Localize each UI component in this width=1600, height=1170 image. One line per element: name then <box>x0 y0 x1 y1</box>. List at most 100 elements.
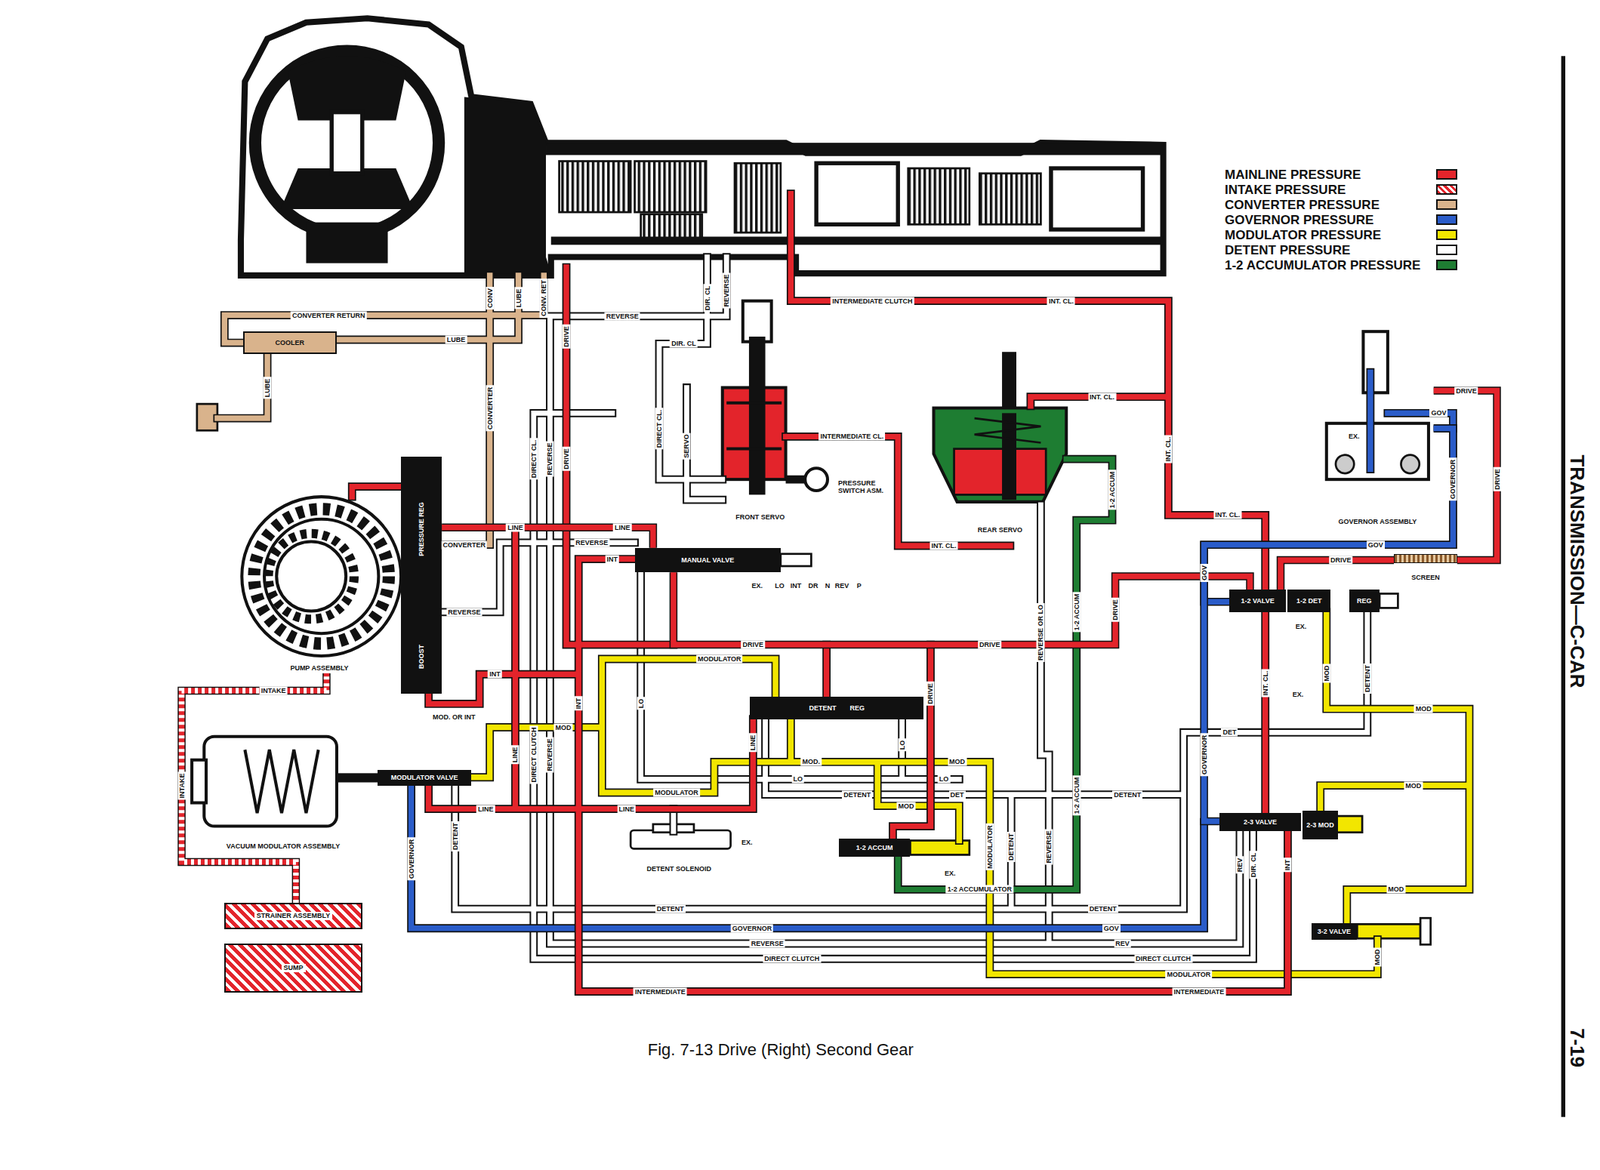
planetary-gear <box>979 173 1041 226</box>
line-label: REVERSE OR LO <box>1036 603 1046 663</box>
line-label: LUBE <box>263 376 272 399</box>
line-label: DRIVE <box>562 324 571 349</box>
legend-text: CONVERTER PRESSURE <box>1224 198 1380 212</box>
line-stroke <box>1280 560 1394 590</box>
line-label: DETENT <box>1362 663 1372 694</box>
line-label: DRIVE <box>1111 598 1120 623</box>
line-label: INT. CL. <box>1260 669 1270 698</box>
line-label: MODULATOR <box>653 789 700 798</box>
legend-swatch <box>1436 184 1458 195</box>
line-label: GOVERNOR <box>406 838 416 882</box>
converter-stator <box>331 112 363 174</box>
line-stroke <box>1204 428 1454 603</box>
legend-text: INTAKE PRESSURE <box>1224 183 1346 197</box>
modulator-cap <box>191 760 207 804</box>
line-label: GOV <box>1199 564 1209 583</box>
page-heading: TRANSMISSION—C-CAR <box>1567 454 1588 688</box>
clutch-pack <box>635 161 707 213</box>
line-label: INT <box>487 670 503 679</box>
node-label: REG <box>849 704 865 713</box>
line-label: GOV <box>1102 924 1121 933</box>
line-label: LO <box>937 775 951 784</box>
line-label: REVERSE <box>749 940 786 949</box>
valve-body: MODULATOR VALVE <box>377 770 472 786</box>
governor-body <box>1326 423 1429 480</box>
converter-line <box>217 275 544 546</box>
line-label: LINE <box>616 804 636 814</box>
line-label: REVERSE <box>1045 829 1054 865</box>
torque-converter <box>255 51 439 235</box>
planetary-gear <box>908 168 970 225</box>
main-shaft <box>551 237 1164 246</box>
line-label: REV <box>1235 857 1244 875</box>
line-label: LO <box>897 738 907 752</box>
line-stroke <box>181 673 327 904</box>
node-label: 1-2 ACCUM <box>856 844 894 852</box>
line-stroke <box>673 572 1251 645</box>
line-label: 1-2 ACCUMULATOR <box>946 885 1014 895</box>
valve-body: 1-2 DET <box>1287 589 1331 613</box>
legend-text: DETENT PRESSURE <box>1224 243 1351 257</box>
valve-plug <box>1420 918 1431 945</box>
node-label: 1-2 DET <box>1296 597 1323 605</box>
case-band <box>545 142 1164 155</box>
line-label: LO <box>636 697 645 711</box>
hydraulic-lines <box>217 194 1470 993</box>
line-label: INT. CL. <box>930 542 959 551</box>
line-label: CONVERTER <box>485 385 494 432</box>
line-label: DIR. CL <box>1248 851 1258 880</box>
node-label: GOVERNOR ASSEMBLY <box>1336 517 1419 526</box>
line-label: LINE <box>476 804 496 814</box>
legend-swatch <box>1436 199 1458 210</box>
line-label: LINE <box>505 523 525 532</box>
line-label: DIR. CL <box>669 339 698 349</box>
pump-gear <box>254 508 389 644</box>
node-label: REAR SERVO <box>976 526 1024 534</box>
line-label: REVERSE <box>545 441 555 478</box>
rear-servo-body <box>934 408 1067 503</box>
output-housing <box>1051 168 1144 230</box>
line-label: INT <box>789 581 804 590</box>
governor-component: GOVERNOR ASSEMBLY <box>1321 328 1434 528</box>
modulator-component: VACUUM MODULATOR ASSEMBLY <box>194 714 373 852</box>
line-label: REVERSE <box>604 311 641 321</box>
legend-text: GOVERNOR PRESSURE <box>1224 213 1374 227</box>
line-label: SERVO <box>682 432 691 460</box>
valve-body: 2-3 MOD <box>1302 810 1338 840</box>
line-label: LUBE <box>514 286 523 309</box>
pump-housing <box>464 96 552 274</box>
line-label: DRIVE <box>562 447 571 472</box>
line-label: GOV <box>1429 409 1448 418</box>
valve-body: REG <box>1349 589 1381 613</box>
governor-weight <box>1400 455 1419 474</box>
servo-cylinder <box>742 301 772 343</box>
switch-stem <box>786 475 807 485</box>
line-label: MOD <box>1403 781 1423 790</box>
clutch-pack <box>734 163 781 233</box>
legend-swatch <box>1436 259 1458 271</box>
legend-text: MODULATOR PRESSURE <box>1224 228 1382 242</box>
valve-body: MANUAL VALVE <box>635 548 781 573</box>
line-label: DRIVE <box>977 641 1002 650</box>
node-label: 2-3 VALVE <box>1243 818 1277 827</box>
strainer-box: STRAINER ASSEMBLY <box>224 903 362 930</box>
valve-plug <box>780 554 812 567</box>
node-label: REG <box>1356 597 1372 605</box>
legend-swatch <box>1436 214 1458 226</box>
node-label: PUMP ASSEMBLY <box>288 664 350 673</box>
line-label: 1-2 ACCUM <box>1108 469 1117 510</box>
line-label: INTAKE <box>177 771 186 800</box>
line-label: EX. <box>1291 690 1306 700</box>
line-label: DRIVE <box>1492 467 1502 492</box>
line-label: INT. CL. <box>1213 511 1242 520</box>
line-label: LINE <box>749 733 758 753</box>
line-label: LINE <box>613 523 632 532</box>
pump-housing <box>241 496 401 657</box>
pump-component: PUMP ASSEMBLY <box>232 505 407 674</box>
line-label: GOV <box>1366 540 1385 549</box>
mainline-line <box>351 194 1288 993</box>
line-stroke <box>1204 428 1454 822</box>
line-label: INTERMEDIATE CL. <box>818 432 885 441</box>
node-label: SUMP <box>281 964 306 972</box>
valve-body: 1-2 VALVE <box>1229 589 1286 613</box>
